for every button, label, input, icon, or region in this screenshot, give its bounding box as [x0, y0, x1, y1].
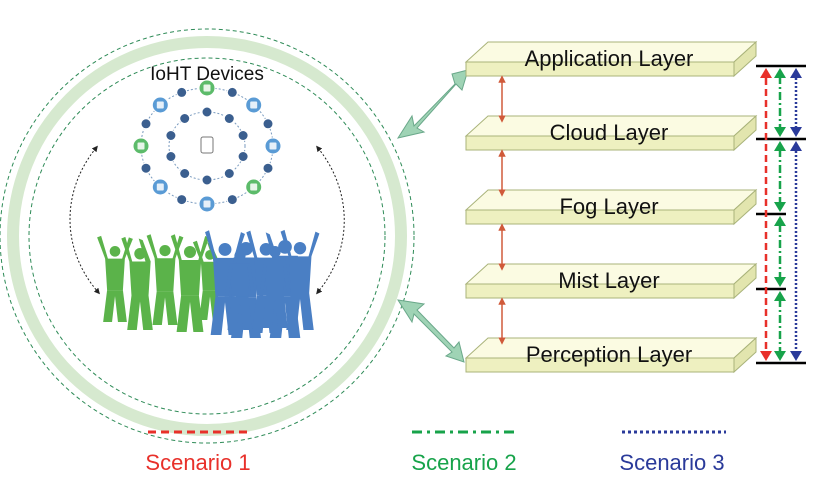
- thick-green-ring: [7, 36, 407, 436]
- arrowhead: [790, 141, 802, 151]
- person-silhouette-icon: [280, 229, 320, 330]
- device-node-icon: [237, 130, 249, 141]
- legend-label-scenario-2: Scenario 2: [411, 450, 516, 475]
- connector-arrow-top: [396, 69, 469, 139]
- arrowhead: [774, 277, 786, 287]
- tablet-icon: [200, 136, 214, 154]
- slab-side-face: [733, 40, 757, 78]
- slab-side-face: [733, 114, 757, 152]
- arrowhead: [760, 351, 772, 361]
- device-node-icon: [140, 118, 152, 130]
- outer-dashed-ring: [0, 28, 415, 444]
- ioht-devices-title: IoHT Devices: [150, 64, 264, 85]
- layer-label: Application Layer: [525, 46, 694, 71]
- device-glyph-icon: [250, 183, 258, 191]
- arrowhead: [774, 141, 786, 151]
- device-node-icon: [262, 118, 274, 130]
- arrowhead: [790, 127, 802, 137]
- device-node-icon: [176, 86, 188, 98]
- device-node-icon: [140, 162, 152, 174]
- device-network: [132, 79, 282, 213]
- layer-label: Perception Layer: [526, 342, 692, 367]
- arrowhead: [774, 68, 786, 78]
- scenario-2-path: [774, 68, 786, 361]
- arrowhead: [774, 351, 786, 361]
- layer-label: Cloud Layer: [550, 120, 669, 145]
- device-node-icon: [223, 113, 235, 124]
- layer-slab-2: Cloud Layer: [464, 114, 758, 152]
- inner-dashed-ring: [28, 57, 386, 415]
- device-glyph-icon: [203, 84, 211, 92]
- layer-slab-1: Application Layer: [464, 40, 758, 78]
- device-node-icon: [176, 194, 188, 206]
- scenario-legend: Scenario 1 Scenario 2 Scenario 3: [145, 430, 726, 475]
- device-glyph-icon: [156, 183, 164, 191]
- layer-slab-5: Perception Layer: [464, 336, 758, 374]
- arrowhead: [790, 68, 802, 78]
- person-silhouette-icon: [259, 246, 291, 328]
- arrowhead: [790, 351, 802, 361]
- device-node-icon: [179, 113, 191, 124]
- person-silhouette-icon: [170, 234, 210, 332]
- device-glyph-icon: [137, 142, 145, 150]
- slab-side-face: [733, 262, 757, 300]
- layer-slab-3: Fog Layer: [464, 188, 758, 226]
- person-silhouette-icon: [121, 236, 153, 330]
- scenario-arrows: [756, 64, 806, 365]
- device-glyph-icon: [269, 142, 277, 150]
- slab-side-face: [733, 188, 757, 226]
- left-cycle-arrow: [69, 145, 100, 295]
- arrowhead: [774, 291, 786, 301]
- legend-label-scenario-3: Scenario 3: [619, 450, 724, 475]
- layer-slab-4: Mist Layer: [464, 262, 758, 300]
- device-node-icon: [201, 174, 213, 186]
- slab-side-face: [733, 336, 757, 374]
- person-silhouette-icon: [146, 234, 184, 325]
- device-node-icon: [179, 168, 191, 179]
- connector-arrow-bottom: [396, 299, 465, 363]
- device-node-icon: [165, 151, 177, 162]
- device-node-icon: [201, 106, 213, 118]
- scenario-3-path: [790, 68, 802, 361]
- arrowhead: [760, 68, 772, 78]
- right-cycle-arrow: [316, 145, 345, 295]
- device-node-icon: [226, 86, 238, 98]
- device-node-icon: [237, 151, 249, 162]
- device-node-icon: [223, 168, 235, 179]
- device-glyph-icon: [203, 200, 211, 208]
- people-group-green: [97, 234, 221, 332]
- person-silhouette-icon: [224, 250, 256, 330]
- arrowhead: [774, 202, 786, 212]
- layer-label: Mist Layer: [558, 268, 659, 293]
- legend-label-scenario-1: Scenario 1: [145, 450, 250, 475]
- device-glyph-icon: [156, 101, 164, 109]
- device-node-icon: [226, 194, 238, 206]
- device-node-icon: [262, 162, 274, 174]
- layer-label: Fog Layer: [559, 194, 658, 219]
- arrowhead: [774, 216, 786, 226]
- ioht-circle: IoHT Devices: [0, 28, 415, 444]
- device-glyph-icon: [250, 101, 258, 109]
- device-node-icon: [165, 130, 177, 141]
- scenario-1-path: [760, 68, 772, 361]
- people-group-blue: [205, 229, 320, 338]
- arrowhead: [774, 127, 786, 137]
